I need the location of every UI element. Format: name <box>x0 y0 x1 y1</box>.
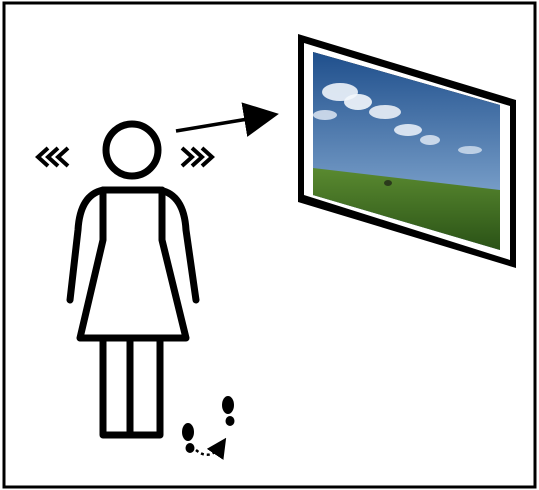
picture-tree <box>384 180 392 186</box>
